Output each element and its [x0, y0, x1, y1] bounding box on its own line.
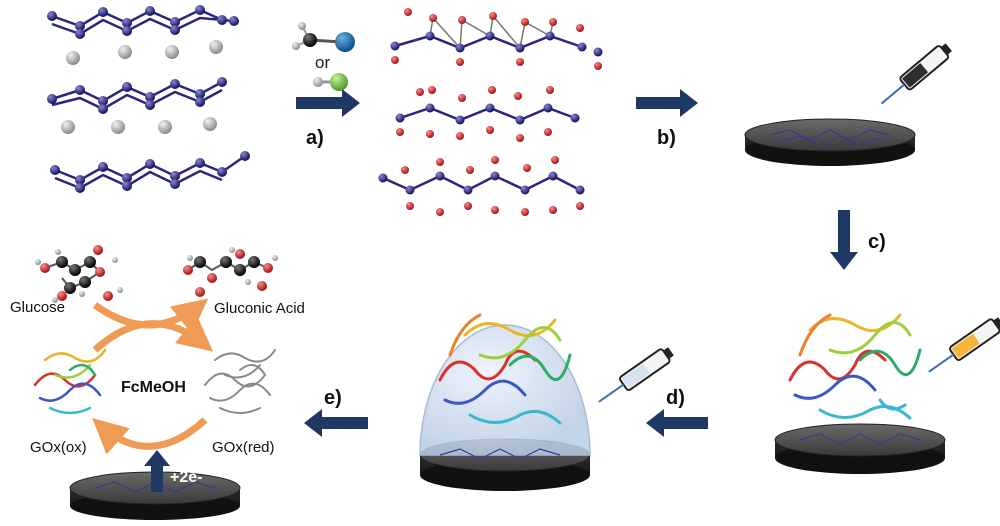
- catalytic-cycle-arrows: [92, 298, 214, 455]
- arrow-step-a: [296, 89, 360, 117]
- layered-crystal-structure: [47, 5, 250, 193]
- electrode-biosensor: [69, 471, 241, 520]
- arrow-step-d: [646, 409, 708, 437]
- step-d-label: d): [666, 387, 685, 409]
- gox-oxidized-label: GOx(ox): [30, 439, 87, 456]
- glucose-oxidase-enzyme-encapsulated: [438, 313, 572, 425]
- gluconic-acid-label: Gluconic Acid: [214, 300, 305, 317]
- polymer-membrane-dome: [419, 324, 591, 456]
- gluconic-acid-molecule: [183, 247, 278, 297]
- step-a-label: a): [306, 127, 324, 149]
- gox-oxidized-enzyme: [33, 348, 107, 415]
- hydroxylated-chain-bottom: [378, 156, 585, 216]
- chain-atoms: [47, 5, 239, 39]
- step-b-label: b): [657, 127, 676, 149]
- syringe-nanomaterial: [880, 43, 952, 105]
- electrode-with-enzyme: [774, 423, 946, 474]
- glucose-molecule: [35, 245, 123, 303]
- electron-transfer-arrow: [144, 450, 170, 492]
- electrode-with-membrane: [419, 324, 591, 491]
- glucose-label: Glucose: [10, 299, 66, 316]
- gox-reduced-enzyme: [204, 349, 276, 414]
- mediator-label: FcMeOH: [121, 379, 186, 396]
- intercalant-atoms: [61, 40, 223, 134]
- glucose-oxidase-enzyme: [788, 313, 922, 420]
- step-c-label: c): [868, 231, 886, 253]
- arrow-step-c: [830, 210, 858, 270]
- step-e-label: e): [324, 387, 342, 409]
- syringe-membrane: [598, 347, 674, 403]
- arrow-step-e: [304, 409, 368, 437]
- hydrogen-chloride-molecule: [313, 73, 348, 91]
- syringe-enzyme: [928, 317, 1000, 373]
- hydroxylated-chain-middle: [395, 86, 580, 142]
- gox-reduced-label: GOx(red): [212, 439, 275, 456]
- arrow-step-b: [636, 89, 698, 117]
- electron-count-label: +2e-: [170, 469, 203, 486]
- methyl-iodide-molecule: [292, 22, 355, 52]
- electrode-bare: [744, 118, 916, 166]
- or-label: or: [315, 53, 330, 72]
- hydroxylated-chain-top: [390, 8, 603, 70]
